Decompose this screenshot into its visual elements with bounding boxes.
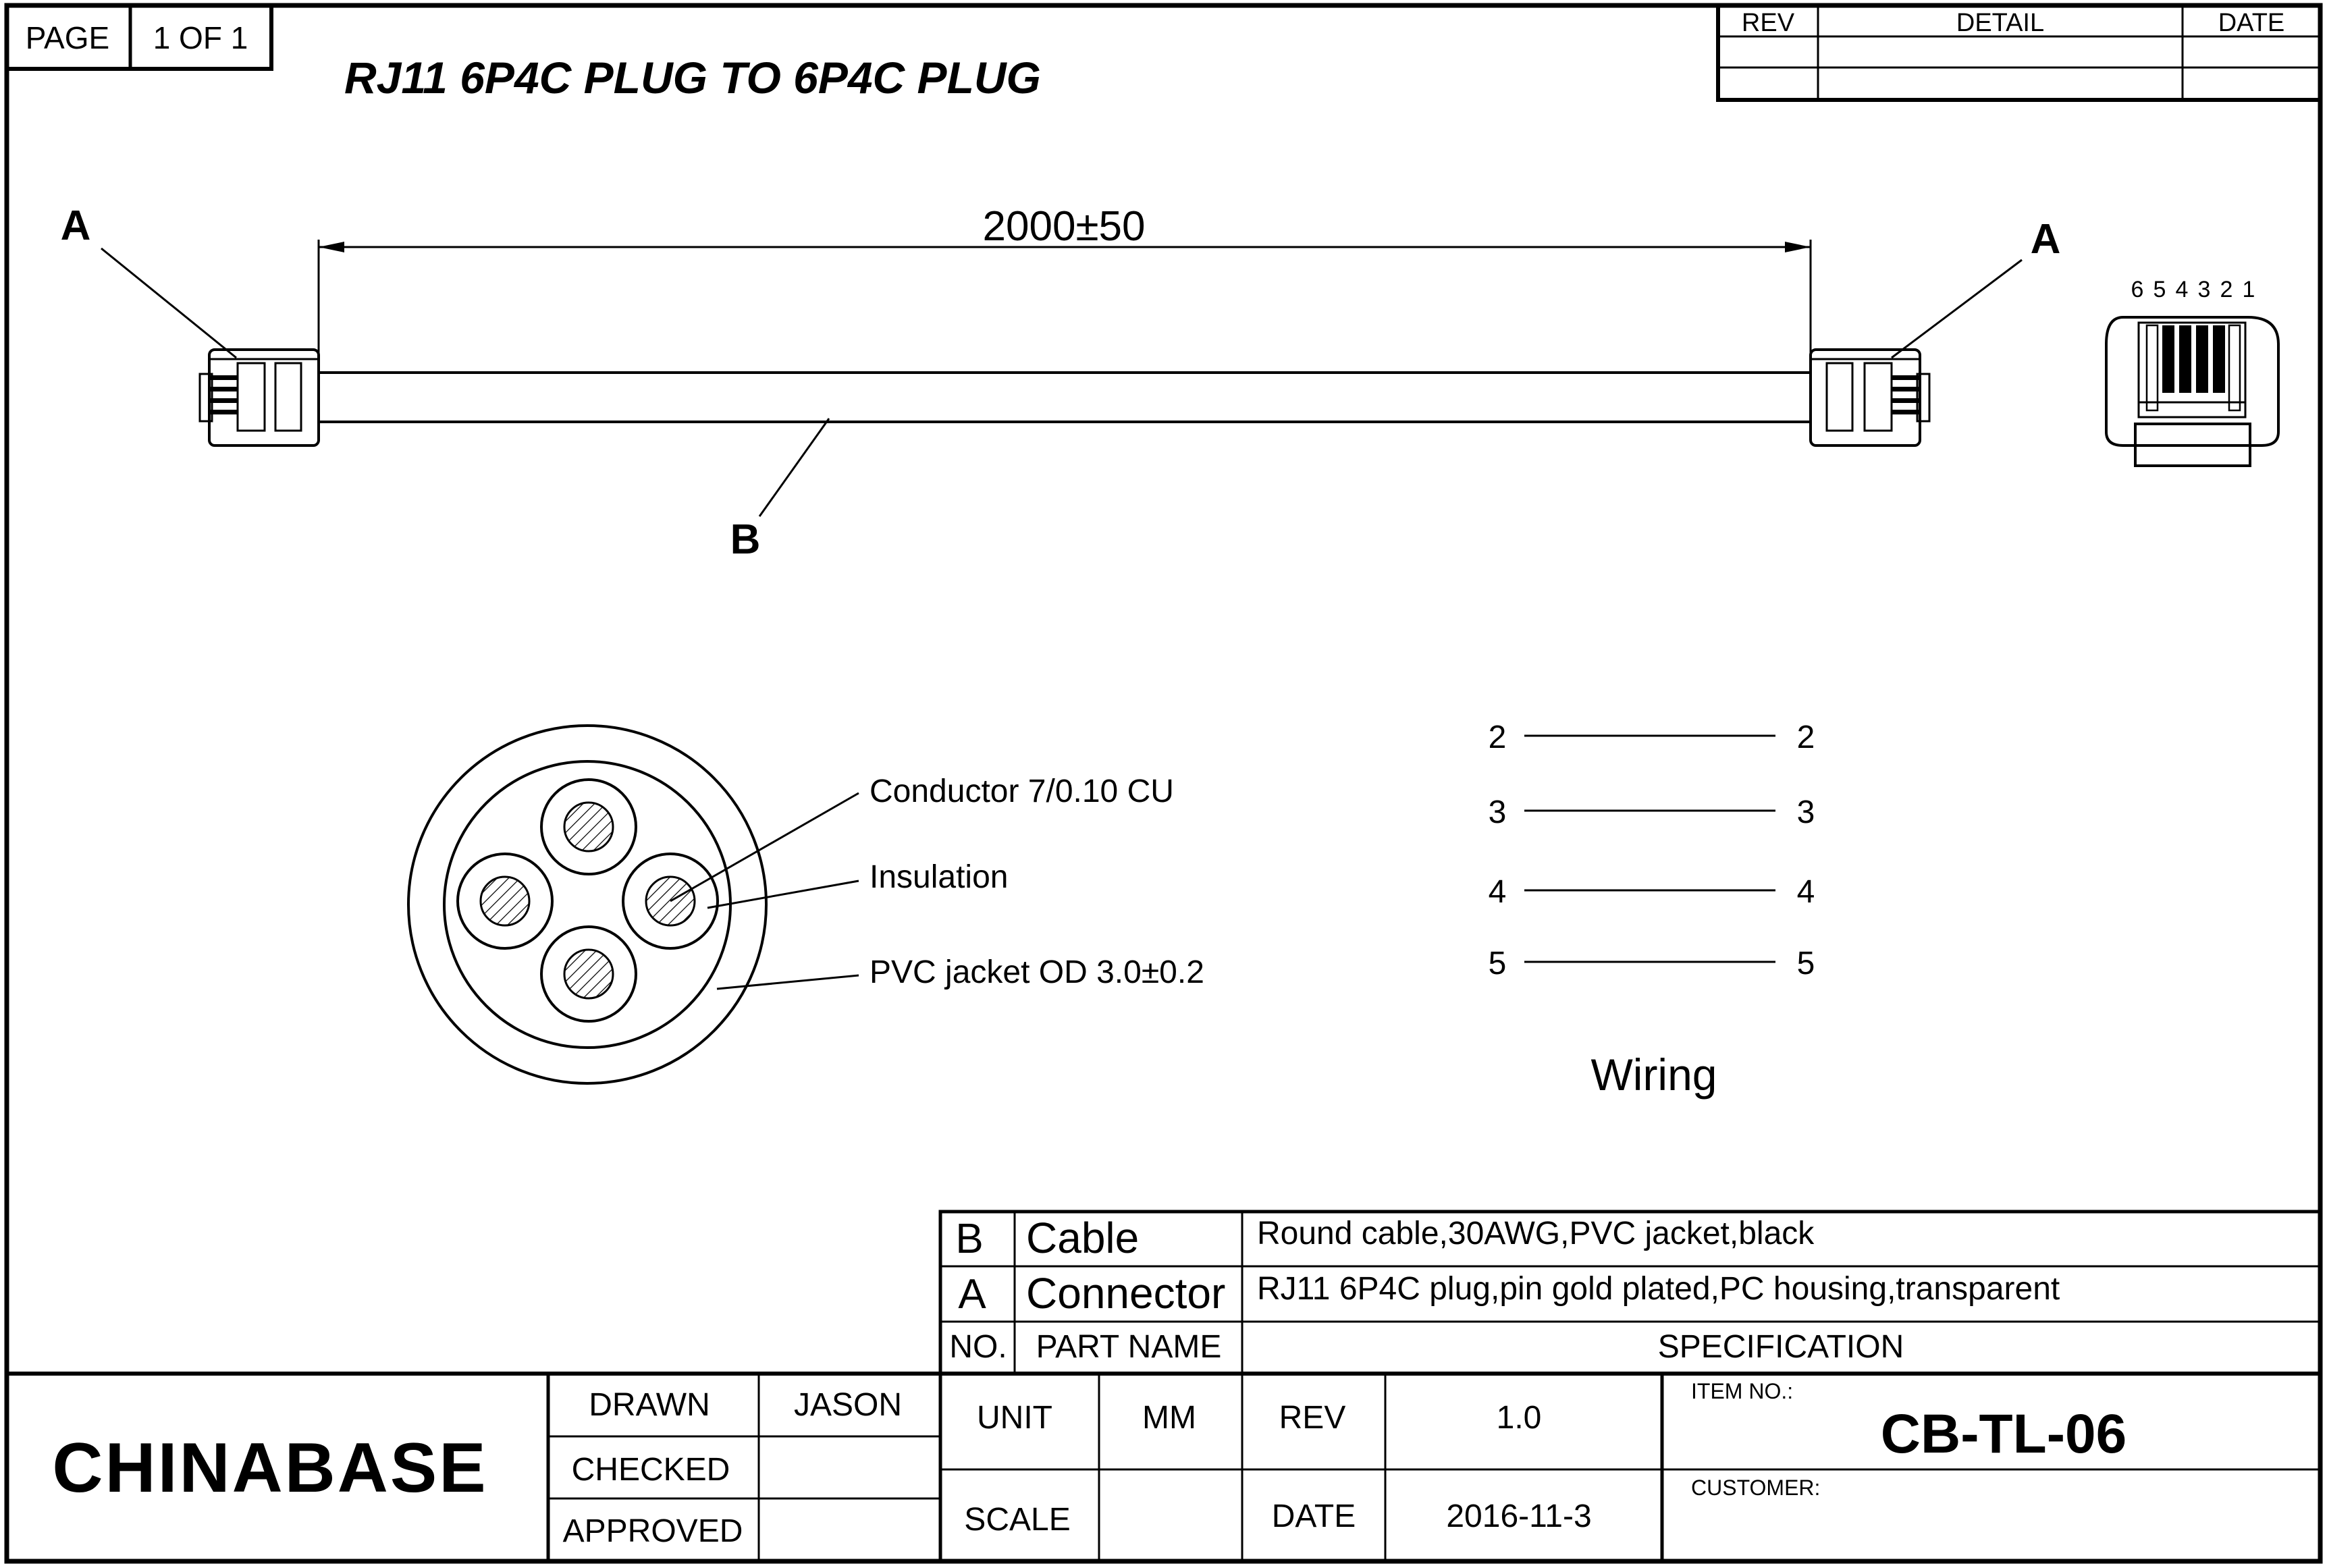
- svg-text:Connector: Connector: [1026, 1269, 1225, 1318]
- pin-number-6: 6: [2131, 277, 2144, 302]
- length-dimension: 2000±50: [317, 203, 1812, 361]
- cable-body: [319, 371, 1811, 423]
- svg-text:PART NAME: PART NAME: [1036, 1329, 1222, 1365]
- sheet-border: [4, 3, 2323, 1564]
- svg-text:2: 2: [1489, 720, 1507, 755]
- insulation-label: Insulation: [870, 859, 1008, 895]
- wire-4: 4 4: [1489, 874, 1815, 910]
- bom-header: NO. PART NAME SPECIFICATION: [949, 1329, 1904, 1365]
- date-value: 2016-11-3: [1446, 1498, 1591, 1534]
- drawn-label: DRAWN: [589, 1387, 710, 1423]
- svg-text:3: 3: [1797, 794, 1815, 830]
- right-connector: [1809, 348, 1931, 447]
- callout-b: B: [730, 516, 761, 563]
- scale-label: SCALE: [964, 1502, 1070, 1538]
- conductor-label: Conductor 7/0.10 CU: [870, 774, 1174, 809]
- unit-label: UNIT: [977, 1400, 1052, 1436]
- length-dimension-value: 2000±50: [983, 203, 1146, 250]
- svg-text:B: B: [955, 1216, 983, 1262]
- date-label: DATE: [1272, 1498, 1356, 1534]
- bom-row-cable: B Cable Round cable,30AWG,PVC jacket,bla…: [955, 1214, 1815, 1262]
- revision-table: REV DETAIL DATE: [1716, 3, 2322, 102]
- date-header: DATE: [2218, 9, 2285, 37]
- svg-text:4: 4: [1489, 874, 1507, 910]
- svg-text:5: 5: [1797, 946, 1815, 981]
- rev-header: REV: [1742, 9, 1795, 37]
- item-no-label: ITEM NO.:: [1691, 1379, 1793, 1403]
- callouts: A A B: [61, 202, 2061, 563]
- contact-pins: [2145, 324, 2241, 412]
- page-value: 1 OF 1: [153, 20, 248, 55]
- wire-3: 3 3: [1489, 794, 1815, 830]
- unit-value: MM: [1142, 1400, 1196, 1436]
- checked-label: CHECKED: [572, 1452, 730, 1488]
- cable-cross-section: Conductor 7/0.10 CU Insulation PVC jacke…: [407, 724, 1204, 1085]
- company-logo: CHINABASE: [52, 1429, 487, 1507]
- pin-number-2: 2: [2220, 277, 2233, 302]
- page-title: RJ11 6P4C PLUG TO 6P4C PLUG: [344, 53, 1041, 103]
- customer-label: CUSTOMER:: [1691, 1476, 1820, 1500]
- wiring-title: Wiring: [1590, 1050, 1717, 1100]
- svg-text:3: 3: [1489, 794, 1507, 830]
- bom-table: B Cable Round cable,30AWG,PVC jacket,bla…: [938, 1210, 2322, 1376]
- svg-text:4: 4: [1797, 874, 1815, 910]
- left-connector: [198, 348, 320, 447]
- svg-text:SPECIFICATION: SPECIFICATION: [1658, 1329, 1904, 1365]
- rev-label: REV: [1279, 1400, 1346, 1436]
- conductor-top: [540, 778, 637, 875]
- callout-a-right: A: [2031, 216, 2061, 263]
- page-label: PAGE: [26, 20, 109, 55]
- conductor-bottom: [540, 925, 637, 1023]
- svg-text:2: 2: [1797, 720, 1815, 755]
- pin-number-5: 5: [2154, 277, 2166, 302]
- page-box: PAGE 1 OF 1: [5, 3, 273, 71]
- wire-2: 2 2: [1489, 720, 1815, 755]
- conductor-left: [456, 853, 554, 950]
- rev-value: 1.0: [1497, 1400, 1542, 1436]
- svg-text:NO.: NO.: [949, 1329, 1007, 1365]
- approved-label: APPROVED: [563, 1513, 743, 1549]
- svg-text:A: A: [958, 1271, 986, 1318]
- wire-5: 5 5: [1489, 946, 1815, 981]
- svg-text:5: 5: [1489, 946, 1507, 981]
- drawn-value: JASON: [794, 1387, 902, 1423]
- svg-text:Round cable,30AWG,PVC jacket,b: Round cable,30AWG,PVC jacket,black: [1257, 1216, 1815, 1251]
- callout-a-left: A: [61, 202, 91, 249]
- connector-front-view: 6 5 4 3 2 1: [2105, 277, 2280, 467]
- title-block: CHINABASE DRAWN JASON CHECKED APPROVED U…: [7, 1372, 2320, 1561]
- svg-text:Cable: Cable: [1026, 1214, 1139, 1262]
- bom-row-connector: A Connector RJ11 6P4C plug,pin gold plat…: [958, 1269, 2060, 1318]
- pin-number-1: 1: [2243, 277, 2255, 302]
- pin-number-4: 4: [2176, 277, 2189, 302]
- detail-header: DETAIL: [1956, 9, 2044, 37]
- svg-text:RJ11 6P4C plug,pin gold plated: RJ11 6P4C plug,pin gold plated,PC housin…: [1257, 1271, 2060, 1307]
- pin-number-3: 3: [2198, 277, 2211, 302]
- wiring-diagram: 2 2 3 3 4 4 5 5 Wiring: [1489, 720, 1815, 1100]
- jacket-label: PVC jacket OD 3.0±0.2: [870, 954, 1204, 990]
- item-no-value: CB-TL-06: [1881, 1403, 2127, 1465]
